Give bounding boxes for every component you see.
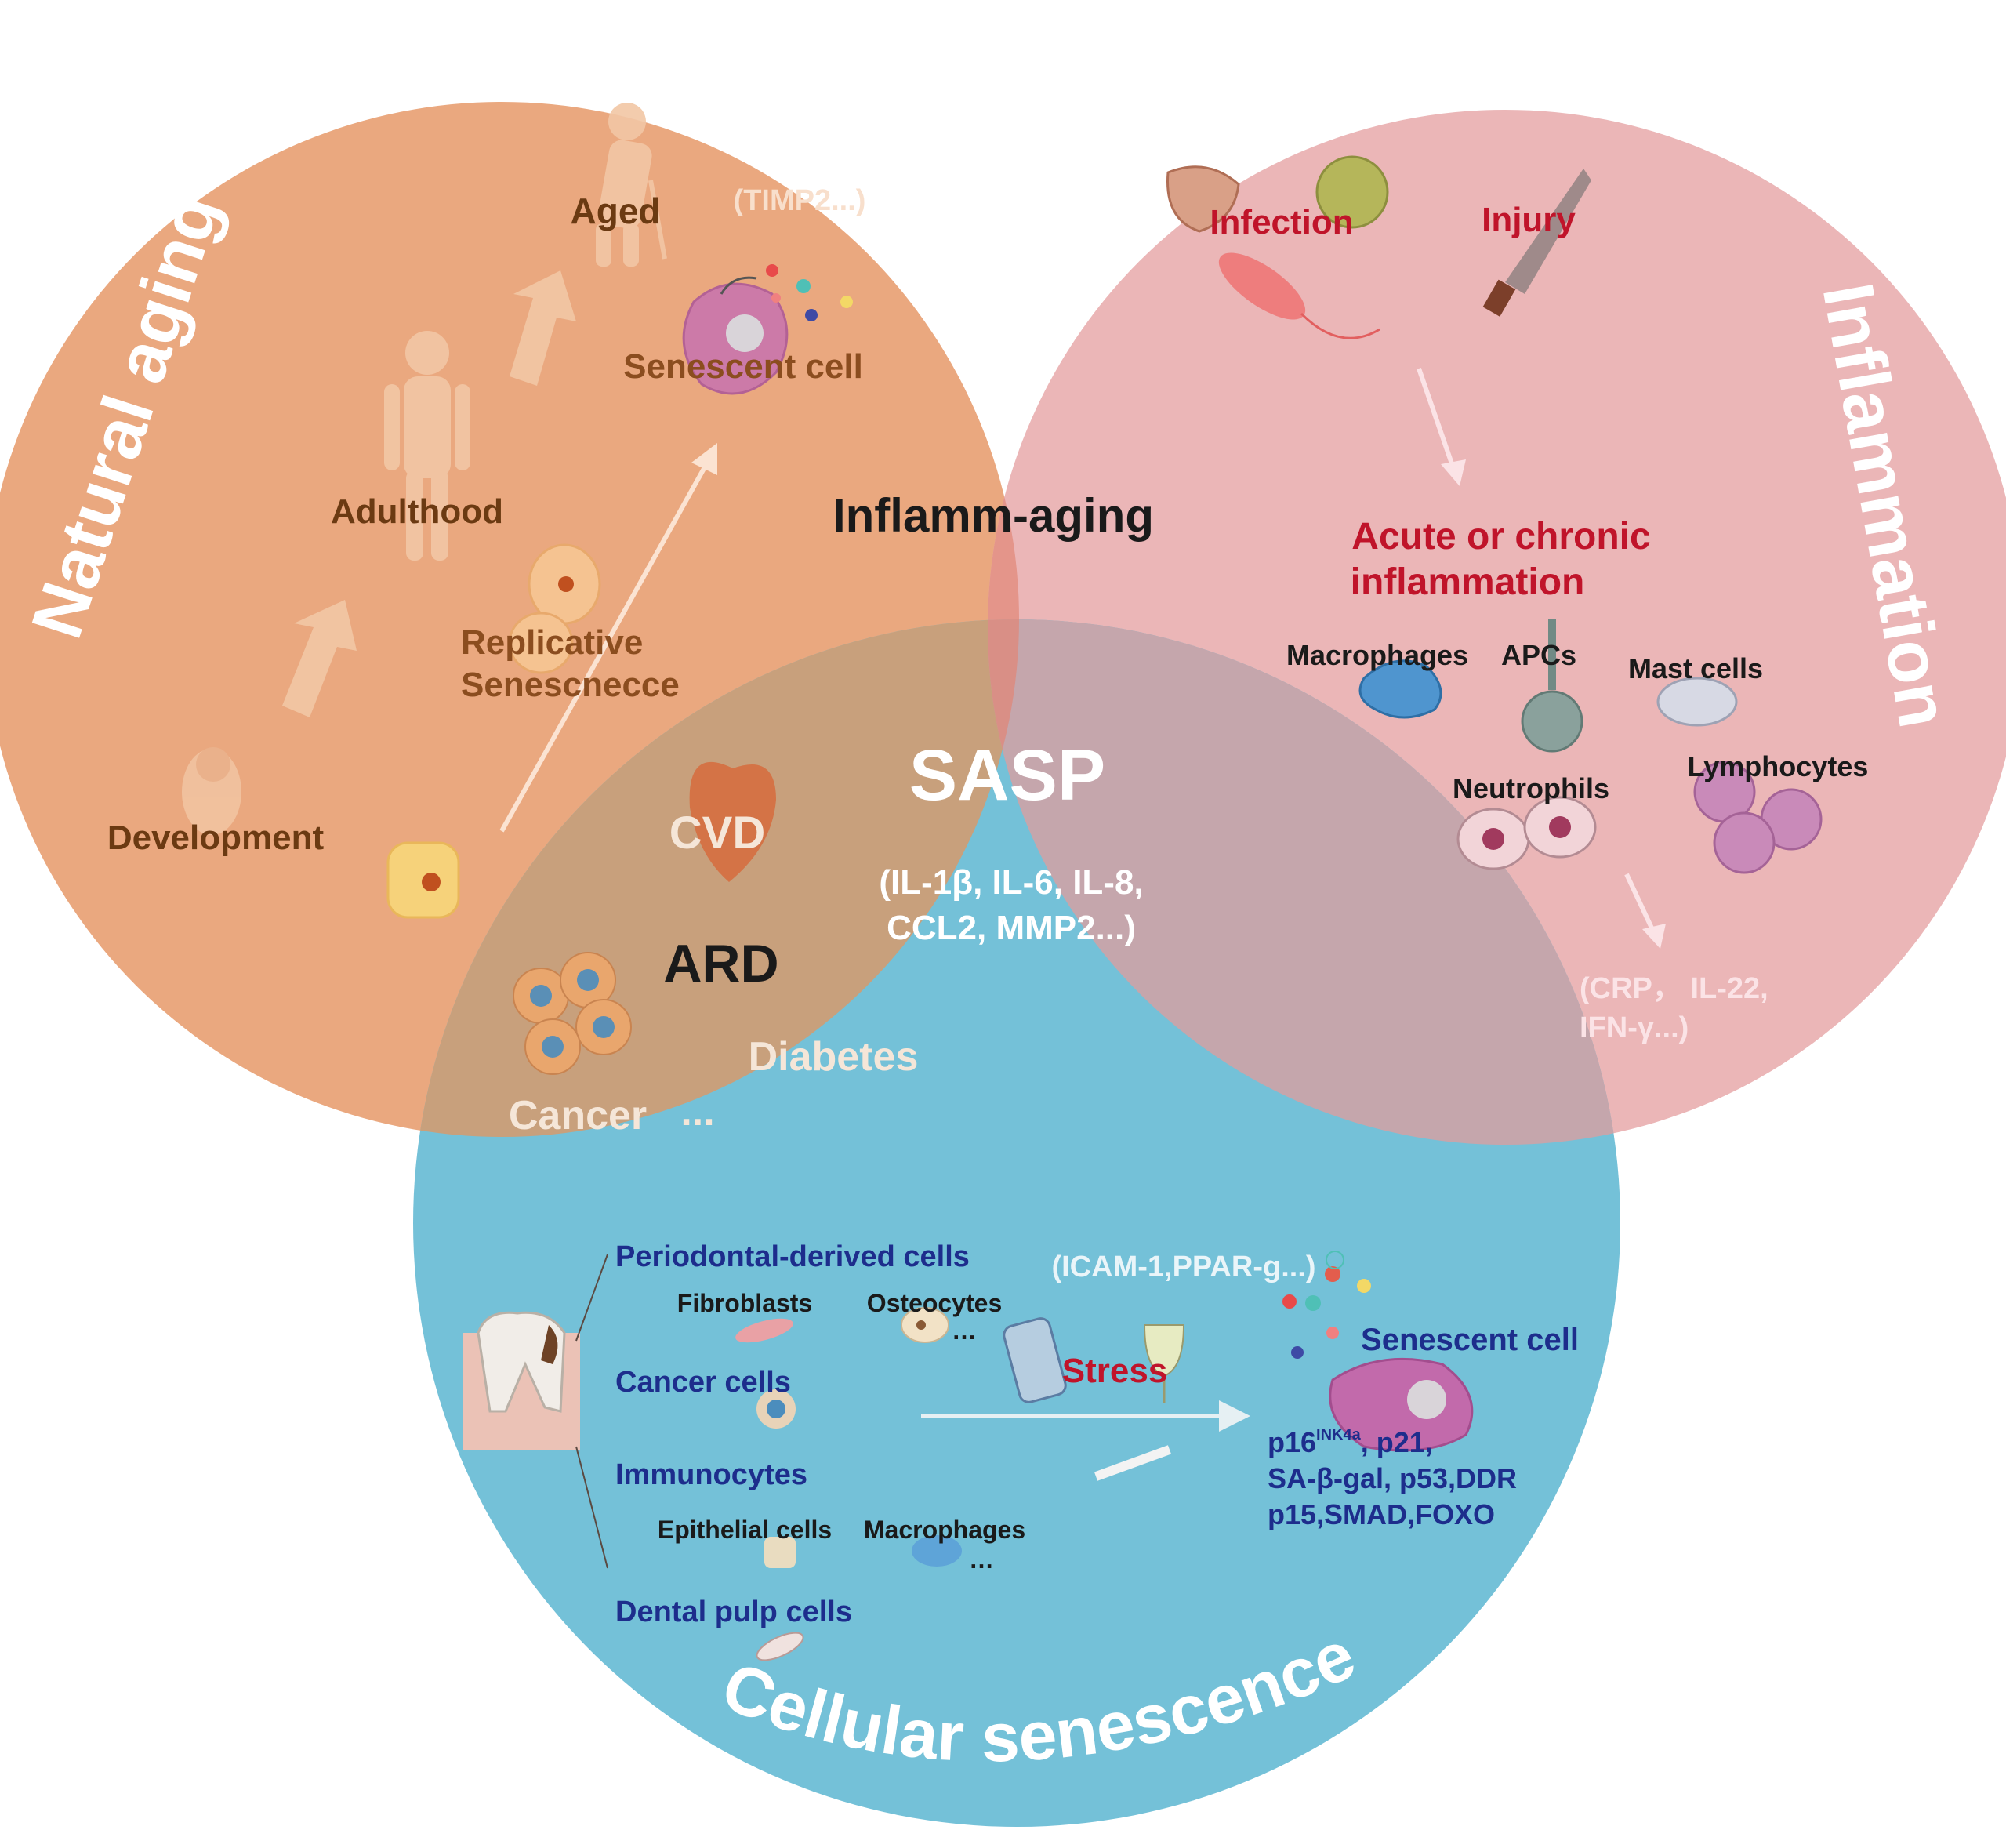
fibroblasts-label: Fibroblasts (677, 1289, 812, 1317)
mast-cell-icon (1656, 677, 1738, 727)
osteocytes-dots: … (952, 1316, 977, 1345)
timp-label: (TIMP2...) (734, 184, 866, 217)
senescent-cell-bottom-icon (1282, 1251, 1474, 1452)
sasp-markers-label-1: (IL-1β, IL-6, IL-8, (879, 863, 1143, 902)
stress-arrow-head (1219, 1400, 1250, 1432)
wine-glass-icon (1143, 1324, 1185, 1403)
ard-ellipsis-label: ... (680, 1089, 714, 1135)
infection-label: Infection (1210, 203, 1353, 241)
replicative-cell-icon (508, 543, 601, 674)
aged-label: Aged (571, 191, 661, 231)
epithelial-cells-label: Epithelial cells (658, 1516, 832, 1544)
apcs-label: APCs (1501, 639, 1576, 671)
ink4a-superscript: INK4a (1316, 1426, 1362, 1443)
stress-label: Stress (1062, 1352, 1168, 1390)
cancer-cells-label: Cancer cells (615, 1366, 791, 1399)
diabetes-label: Diabetes (749, 1034, 919, 1080)
fetus-icon (182, 747, 241, 835)
adulthood-label: Adulthood (331, 492, 503, 531)
replicative-label-2: Senescnecce (461, 666, 680, 704)
p16-text: p16 (1268, 1426, 1316, 1458)
lymphocytes-label: Lymphocytes (1688, 750, 1869, 782)
bacteria-icon (1218, 252, 1380, 339)
acute-chronic-label-2: inflammation (1351, 561, 1585, 603)
injury-label: Injury (1482, 201, 1576, 239)
epithelial-cell-icon (764, 1537, 796, 1568)
tumor-cells-icon (513, 952, 632, 1075)
cancer-label: Cancer (509, 1093, 647, 1138)
apc-icon (1521, 619, 1583, 753)
heart-icon (689, 761, 776, 882)
senescence-markers-label-2: SA-β-gal, p53,DDR (1268, 1462, 1517, 1494)
inflammation-markers-label-1: (CRP， IL-22, (1580, 972, 1768, 1005)
inflamm-aging-label: Inflamm-aging (833, 489, 1154, 542)
cancer-cell-icon (756, 1389, 796, 1429)
young-cell-icon (386, 841, 460, 919)
icam-label: (ICAM-1,PPAR-g...) (1051, 1251, 1315, 1283)
periodontal-cells-label: Periodontal-derived cells (615, 1240, 970, 1273)
progress-arrow-icon (282, 600, 357, 717)
tooth-connector-line (575, 1446, 608, 1569)
neutrophil-icon (1456, 796, 1597, 870)
inflammation-markers-label-2: IFN-γ...) (1580, 1011, 1689, 1044)
macrophage-icon (1358, 659, 1442, 719)
senescent-cell-bottom-label: Senescent cell (1361, 1323, 1579, 1357)
dental-pulp-cell-icon (756, 1632, 804, 1661)
macrophages-small-label: Macrophages (864, 1516, 1025, 1544)
replication-arrow (499, 457, 712, 833)
aging-senescence-overlap (413, 619, 1019, 1137)
macrophages-label: Macrophages (1286, 639, 1468, 671)
macrophage-small-icon (912, 1535, 962, 1567)
amoeba-icon (1166, 165, 1240, 233)
osteocytes-label: Osteocytes (867, 1289, 1003, 1317)
dental-pulp-cells-label: Dental pulp cells (615, 1596, 852, 1628)
cvd-label: CVD (669, 808, 765, 859)
neutrophils-label: Neutrophils (1453, 772, 1609, 804)
immunocytes-label: Immunocytes (615, 1458, 807, 1491)
knife-icon (1482, 169, 1591, 317)
tooth-icon (463, 1311, 580, 1450)
marker-arrow (1624, 873, 1656, 935)
glucose-meter-icon (1003, 1317, 1067, 1403)
ard-label: ARD (663, 934, 778, 993)
p21-text: , p21, (1361, 1426, 1433, 1458)
progress-arrow-icon (510, 270, 576, 386)
virus-icon (1315, 155, 1389, 229)
elderly-silhouette-icon (596, 103, 667, 267)
replicative-label-1: Replicative (461, 623, 643, 662)
osteocyte-icon (901, 1307, 949, 1343)
sasp-markers-label-2: CCL2, MMP2...) (887, 909, 1136, 947)
macrophages-dots: … (969, 1545, 994, 1574)
marker-arrow-head (1642, 924, 1666, 949)
senescence-markers-label-3: p15,SMAD,FOXO (1268, 1498, 1495, 1530)
cigarette-icon (1094, 1445, 1172, 1481)
inflammation-senescence-overlap (988, 619, 1620, 1145)
acute-chronic-label-1: Acute or chronic (1351, 516, 1650, 557)
inflammation-arrow-head (1441, 459, 1466, 486)
sasp-label: SASP (909, 735, 1106, 815)
mast-cells-label: Mast cells (1628, 652, 1763, 684)
adult-silhouette-icon (384, 331, 470, 561)
senescent-cell-label: Senescent cell (623, 347, 863, 386)
senescent-cell-icon (682, 264, 853, 395)
development-label: Development (107, 819, 325, 857)
fibroblast-icon (735, 1318, 793, 1343)
replication-arrow-head (691, 443, 717, 475)
lymphocyte-icon (1693, 761, 1823, 874)
senescence-markers-label-1: p16INK4a, p21, (1268, 1426, 1433, 1458)
tooth-connector-line (575, 1254, 608, 1342)
inflammation-arrow (1417, 368, 1456, 471)
